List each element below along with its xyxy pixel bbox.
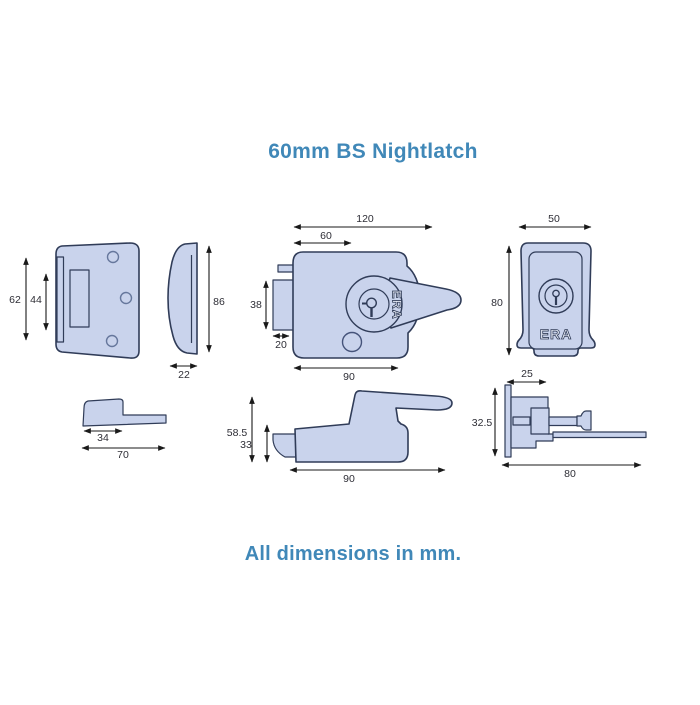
cylinder-pull-inner-line: [528, 251, 583, 350]
cylinder-pull-knob: [576, 410, 592, 431]
page-title: 60mm BS Nightlatch: [268, 140, 478, 163]
diagram-caption: All dimensions in mm.: [245, 543, 461, 565]
dim-label-case-backset: 60: [320, 230, 332, 242]
dim-label-case-side-width: 90: [343, 473, 355, 485]
keep-latch-aperture: [69, 269, 90, 328]
era-logo-text: ERA: [390, 290, 404, 319]
era-logo-text: ERA: [540, 326, 573, 342]
cylinder-boss: [345, 275, 403, 333]
dim-label-keep-outer-height: 62: [9, 294, 21, 306]
keep-screw-hole: [106, 250, 120, 264]
case-side-outline: [294, 390, 453, 463]
dim-label-keep-depth: 22: [178, 369, 190, 381]
cylinder-ring-outer: [538, 278, 574, 314]
keep-screw-hole: [119, 291, 133, 305]
dim-label-keep-height: 86: [213, 296, 225, 308]
keep-top-view: 34 70: [81, 398, 167, 461]
cylinder-housing: [530, 407, 550, 435]
cylinder-front-view: ERA 50 80: [491, 213, 596, 357]
dim-label-keep-flange-width: 34: [97, 432, 109, 444]
cylinder-tail-bar: [512, 416, 531, 426]
case-forend: [272, 279, 295, 331]
keep-plate-outline: [55, 242, 140, 359]
dim-label-cylinder-width: 50: [548, 213, 560, 225]
dim-label-rose-depth: 25: [521, 368, 533, 380]
keep-side-view: 86 22: [167, 242, 225, 381]
cylinder-connecting-strip: [552, 431, 647, 439]
dim-label-forend-width: 20: [275, 339, 287, 351]
dim-label-keep-overall-width: 70: [117, 449, 129, 461]
case-front-view: ERA 120 60 38 20 90: [250, 213, 462, 383]
keep-profile-outline: [167, 242, 198, 355]
latch-bolt: [272, 433, 297, 458]
dim-label-case-overall-width: 120: [356, 213, 374, 225]
keep-top-outline: [82, 398, 167, 427]
cylinder-side-view: 25 32.5 80: [472, 368, 647, 480]
case-side-view: 58.5 33 90: [227, 390, 453, 485]
cylinder-ring-inner: [544, 284, 568, 308]
dim-label-cylinder-side-height: 32.5: [472, 417, 493, 429]
keep-front-view: 62 44: [9, 242, 140, 359]
case-top-tab: [277, 264, 295, 273]
dim-label-case-overall-height: 58.5: [227, 427, 248, 439]
dim-label-cylinder-overall-length: 80: [564, 468, 576, 480]
keep-edge-slot: [56, 256, 65, 343]
dim-label-forend-height: 38: [250, 299, 262, 311]
cylinder-rose-plate: [504, 384, 512, 458]
keep-screw-hole: [105, 334, 119, 348]
case-fixing-hole: [341, 331, 363, 353]
dim-label-keep-aperture-height: 44: [30, 294, 42, 306]
cylinder-rim: [358, 288, 390, 320]
dim-label-cylinder-height: 80: [491, 297, 503, 309]
cylinder-barrel: [548, 416, 578, 427]
dim-label-case-width: 90: [343, 371, 355, 383]
dim-label-case-height: 33: [240, 439, 252, 451]
